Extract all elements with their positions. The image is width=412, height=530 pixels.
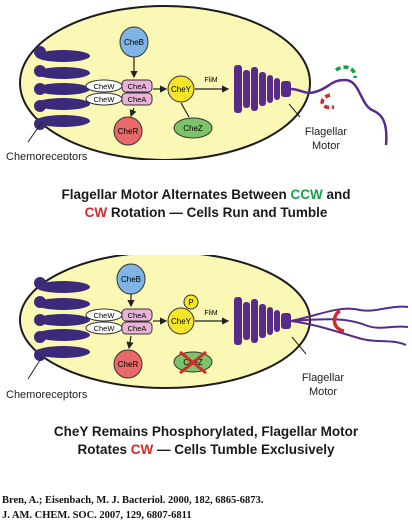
cell-body: [19, 5, 311, 160]
diagram-1-svg: CheB CheW CheW CheA CheA CheR CheY CheZ …: [6, 5, 388, 160]
caption-1-line-2: CW Rotation — Cells Run and Tumble: [0, 204, 412, 222]
caption-2-line-1: CheY Remains Phosphorylated, Flagellar M…: [53, 424, 359, 439]
flagellar-motor-label-line2: Motor: [309, 386, 337, 398]
flagellar-motor-label-line1: Flagellar: [302, 372, 345, 384]
signal-arrows: [126, 294, 230, 350]
cher-label: CheR: [118, 360, 139, 369]
chemoreceptors-callout: [27, 121, 43, 143]
motor-callout: [288, 103, 301, 118]
chez-label: CheZ: [183, 124, 203, 133]
caption-2-text-b: — Cells Tumble Exclusively: [153, 442, 335, 457]
caption-1-text-b: and: [322, 187, 351, 202]
caption-1-text-c: Rotation — Cells Run and Tumble: [107, 205, 328, 220]
caption-1-cw: CW: [84, 205, 108, 220]
splayed-flagella: [290, 305, 409, 346]
flagellar-motor: [234, 65, 291, 113]
diagram-tumble-exclusively: CheB CheW CheW CheA CheA CheR CheY P Che…: [0, 255, 412, 415]
signal-arrows: [129, 57, 230, 118]
caption-2-cw: CW: [130, 442, 154, 457]
cher-label: CheR: [118, 127, 139, 136]
chea-protein-1: [121, 79, 153, 93]
chea-protein-2: [121, 321, 153, 335]
cher-protein: [113, 349, 143, 379]
chea-label-1: CheA: [128, 311, 147, 320]
chemoreceptor-array: [34, 46, 90, 130]
reference-1: Bren, A.; Eisenbach, M. J. Bacteriol. 20…: [2, 495, 264, 506]
chey-label: CheY: [171, 317, 192, 326]
flim-label: FliM: [204, 310, 217, 317]
caption-2-text-a: Rotates: [77, 442, 131, 457]
chew-label-1: CheW: [94, 82, 116, 91]
motor-callout: [291, 336, 307, 355]
chez-inhibited-x-icon: [179, 350, 207, 375]
cheb-label: CheB: [121, 275, 141, 284]
caption-2: CheY Remains Phosphorylated, Flagellar M…: [0, 423, 412, 459]
chey-label: CheY: [171, 85, 192, 94]
diagram-run-and-tumble: CheB CheW CheW CheA CheA CheR CheY CheZ …: [0, 0, 412, 160]
flagellar-motor: [234, 297, 291, 345]
flagellar-motor-label-line2: Motor: [312, 140, 340, 152]
diagram-2-svg: CheB CheW CheW CheA CheA CheR CheY P Che…: [6, 255, 409, 401]
chemoreceptor-array: [34, 277, 90, 361]
flim-label: FliM: [204, 77, 217, 84]
chea-label-1: CheA: [128, 82, 147, 91]
chew-label-2: CheW: [94, 95, 116, 104]
chea-protein-2: [121, 92, 153, 106]
chew-label-2: CheW: [94, 324, 116, 333]
chemoreceptors-callout: [27, 356, 43, 380]
cw-rotation-arrow: [332, 309, 345, 333]
cw-rotation-arrow: [320, 93, 335, 110]
chea-label-2: CheA: [128, 324, 147, 333]
chea-protein-1: [121, 308, 153, 322]
chea-label-2: CheA: [128, 95, 147, 104]
caption-1-text-a: Flagellar Motor Alternates Between: [61, 187, 291, 202]
caption-1-ccw: CCW: [290, 187, 323, 202]
caption-2-line-2: Rotates CW — Cells Tumble Exclusively: [0, 441, 412, 459]
caption-1: Flagellar Motor Alternates Between CCW a…: [0, 186, 412, 222]
ccw-rotation-arrow: [335, 65, 357, 79]
flagellum: [290, 78, 388, 146]
phosphate-label: P: [188, 298, 193, 307]
chey-protein: [167, 75, 195, 103]
chemoreceptors-label: Chemoreceptors: [6, 389, 88, 401]
phosphate-group: [183, 294, 199, 310]
flagellar-motor-label-line1: Flagellar: [305, 126, 348, 138]
chez-protein: [173, 117, 213, 139]
chew-label-1: CheW: [94, 311, 116, 320]
chey-protein: [167, 307, 195, 335]
reference-2: J. AM. CHEM. SOC. 2007, 129, 6807-6811: [2, 510, 192, 521]
cheb-label: CheB: [124, 38, 144, 47]
caption-1-line-1: Flagellar Motor Alternates Between CCW a…: [0, 186, 412, 204]
cher-protein: [113, 116, 143, 146]
chemoreceptors-label: Chemoreceptors: [6, 151, 88, 160]
